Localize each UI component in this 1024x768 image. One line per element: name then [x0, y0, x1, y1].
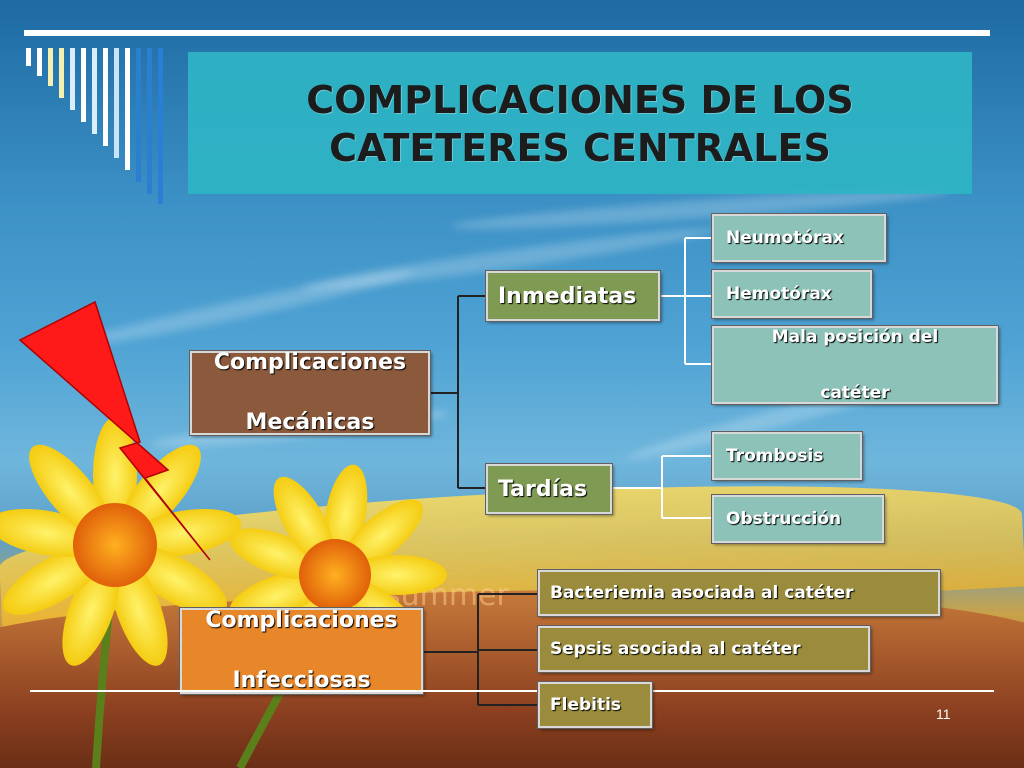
leaf-phlebitis: Flebitis: [537, 681, 653, 729]
title-line-1: COMPLICACIONES DE LOS: [306, 78, 854, 122]
bottom-rule: [30, 690, 994, 692]
leaf-label: Flebitis: [550, 695, 622, 715]
leaf-label: Hemotórax: [726, 284, 832, 304]
leaf-catheter-sepsis: Sepsis asociada al catéter: [537, 625, 871, 673]
leaf-label: Obstrucción: [726, 509, 842, 529]
node-immediate: Inmediatas: [485, 270, 661, 322]
lightning-bolt-icon: [18, 300, 211, 561]
node-late: Tardías: [485, 463, 613, 515]
node-infectious-complications: Complicaciones Infecciosas: [179, 607, 424, 695]
leaf-label: Trombosis: [726, 446, 824, 466]
leaf-catheter-bacteremia: Bacteriemia asociada al catéter: [537, 569, 941, 617]
infectious-line-2: Infecciosas: [232, 668, 371, 693]
leaf-thrombosis: Trombosis: [711, 431, 863, 481]
page-number: 11: [936, 706, 951, 722]
slide-title: COMPLICACIONES DE LOS CATETERES CENTRALE…: [188, 76, 972, 172]
leaf-pneumothorax: Neumotórax: [711, 213, 887, 263]
infectious-line-1: Complicaciones: [205, 608, 398, 633]
title-line-2: CATETERES CENTRALES: [329, 126, 831, 170]
leaf-label: Sepsis asociada al catéter: [550, 639, 801, 659]
leaf-label: Bacteriemia asociada al catéter: [550, 583, 854, 603]
mechanical-line-2: Mecánicas: [245, 410, 375, 435]
leaf-obstruction: Obstrucción: [711, 494, 885, 544]
background-hill: [0, 590, 1024, 768]
title-box: COMPLICACIONES DE LOS CATETERES CENTRALE…: [188, 52, 972, 194]
top-rule: [24, 30, 990, 36]
leaf-label-line-2: catéter: [820, 383, 890, 403]
leaf-label: Neumotórax: [726, 228, 844, 248]
leaf-hemothorax: Hemotórax: [711, 269, 873, 319]
mechanical-line-1: Complicaciones: [213, 350, 407, 375]
late-label: Tardías: [498, 476, 588, 502]
leaf-catheter-malposition: Mala posición del catéter: [711, 325, 999, 405]
leaf-label-line-1: Mala posición del: [771, 327, 939, 347]
immediate-label: Inmediatas: [498, 283, 637, 309]
node-mechanical-complications: Complicaciones Mecánicas: [189, 350, 431, 436]
